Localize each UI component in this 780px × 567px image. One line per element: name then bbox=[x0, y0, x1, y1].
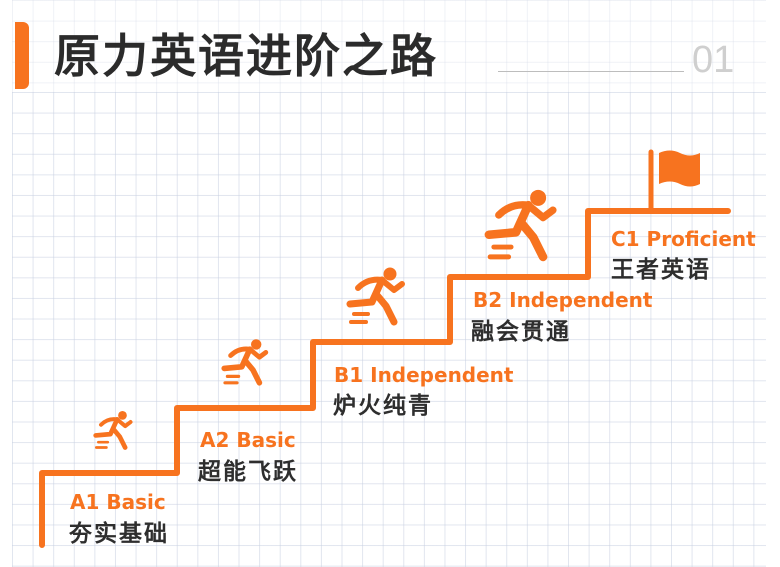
grid-background-top bbox=[12, 0, 766, 92]
step-3-level: B1 Independent bbox=[334, 363, 514, 387]
runner-icon bbox=[350, 268, 402, 323]
staircase-line bbox=[39, 208, 731, 548]
section-number: 01 bbox=[692, 39, 735, 81]
title-divider bbox=[498, 71, 684, 72]
step-4-label: 融会贯通 bbox=[471, 319, 571, 345]
step-3-label: 炉火纯青 bbox=[333, 393, 433, 419]
title-accent-bar bbox=[15, 22, 29, 89]
step-5-label: 王者英语 bbox=[611, 257, 711, 283]
step-1-level: A1 Basic bbox=[70, 490, 166, 514]
page-title: 原力英语进阶之路 bbox=[54, 29, 438, 83]
step-2-level: A2 Basic bbox=[200, 428, 296, 452]
runner-icon bbox=[489, 190, 553, 257]
grid-background bbox=[12, 92, 766, 567]
flag-icon bbox=[648, 149, 700, 214]
step-5-level: C1 Proficient bbox=[611, 227, 756, 251]
runner-icon bbox=[96, 411, 131, 448]
step-1-label: 夯实基础 bbox=[69, 521, 169, 547]
runner-icon bbox=[224, 339, 266, 383]
step-2-label: 超能飞跃 bbox=[198, 459, 298, 485]
step-4-level: B2 Independent bbox=[473, 288, 653, 312]
